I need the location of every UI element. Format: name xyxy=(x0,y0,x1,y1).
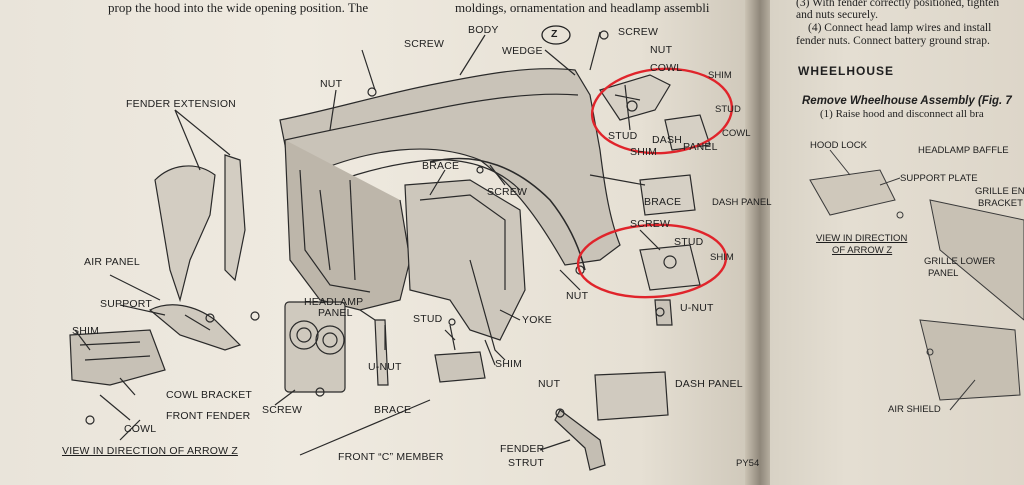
label-screw-bottom: SCREW xyxy=(262,404,303,416)
label-stud-c: STUD xyxy=(608,130,638,142)
label-panel: PANEL xyxy=(683,141,718,153)
label-air-shield: AIR SHIELD xyxy=(888,404,941,415)
label-stud-r: STUD xyxy=(715,104,741,115)
label-brace-mid: BRACE xyxy=(422,160,460,172)
label-headlamp: HEADLAMP xyxy=(304,296,364,308)
label-u-nut-bottom: U-NUT xyxy=(368,361,402,373)
body-text-line-2: moldings, ornamentation and headlamp ass… xyxy=(455,0,710,15)
label-body: BODY xyxy=(468,24,499,36)
label-u-nut-r: U-NUT xyxy=(680,302,714,314)
label-front-c-member: FRONT “C” MEMBER xyxy=(338,451,444,463)
label-screw-mid: SCREW xyxy=(487,186,528,198)
step-1-text: (1) Raise hood and disconnect all bra xyxy=(820,108,984,120)
label-shim-bottom: SHIM xyxy=(495,358,523,370)
label-shim-left: SHIM xyxy=(72,325,100,337)
label-support: SUPPORT xyxy=(100,298,152,310)
label-shim-low: SHIM xyxy=(710,252,734,263)
label-fender: FENDER xyxy=(500,443,545,455)
label-wedge: WEDGE xyxy=(502,45,543,57)
label-dash-panel-r: DASH PANEL xyxy=(712,197,772,208)
label-cowl-bracket: COWL BRACKET xyxy=(166,389,253,401)
label-front-fender: FRONT FENDER xyxy=(166,410,251,422)
label-brace-bottom: BRACE xyxy=(374,404,412,416)
label-nut-low: NUT xyxy=(566,290,589,302)
label-strut: STRUT xyxy=(508,457,544,469)
label-yoke: YOKE xyxy=(522,314,552,326)
label-cowl: COWL xyxy=(650,62,683,74)
figure-id: PY54 xyxy=(736,458,760,469)
label-headlamp-baffle: HEADLAMP BAFFLE xyxy=(918,145,1009,156)
label-screw-tr: SCREW xyxy=(618,26,659,38)
right-body-line-3: (4) Connect head lamp wires and install xyxy=(808,22,992,34)
label-stud-bottom: STUD xyxy=(413,313,443,325)
label-stud-low: STUD xyxy=(674,236,704,248)
label-of-arrow-z: OF ARROW Z xyxy=(832,245,893,256)
right-body-line-4: fender nuts. Connect battery ground stra… xyxy=(796,35,990,47)
body-text-line-1: prop the hood into the wide opening posi… xyxy=(108,0,369,15)
label-shim-tr: SHIM xyxy=(708,70,732,81)
label-cowl-r: COWL xyxy=(722,128,751,139)
label-bracket: BRACKET xyxy=(978,198,1023,209)
right-body-line-2: and nuts securely. xyxy=(796,9,878,21)
label-view-direction: VIEW IN DIRECTION xyxy=(816,233,908,244)
label-nut-bottom: NUT xyxy=(538,378,561,390)
label-headlamp-panel: PANEL xyxy=(318,307,353,319)
label-nut-left: NUT xyxy=(320,78,343,90)
label-air-panel: AIR PANEL xyxy=(84,256,140,268)
label-hood-lock: HOOD LOCK xyxy=(810,140,868,151)
right-body-line-1: (3) With fender correctly positioned, ti… xyxy=(796,0,1000,9)
label-grille-lower: GRILLE LOWER xyxy=(924,256,996,267)
label-shim-c: SHIM xyxy=(630,146,658,158)
arrow-z-badge: Z xyxy=(551,28,558,40)
label-dash-panel-bottom: DASH PANEL xyxy=(675,378,743,390)
label-screw-top: SCREW xyxy=(404,38,445,50)
label-grille-end: GRILLE END xyxy=(975,186,1024,197)
label-fender-extension: FENDER EXTENSION xyxy=(126,98,236,110)
label-panel-right: PANEL xyxy=(928,268,959,279)
label-screw-r: SCREW xyxy=(630,218,671,230)
section-title-wheelhouse: WHEELHOUSE xyxy=(798,64,895,78)
subsection-title: Remove Wheelhouse Assembly (Fig. 7 xyxy=(802,95,1012,107)
label-view-arrow-z: VIEW IN DIRECTION OF ARROW Z xyxy=(62,445,238,457)
label-cowl-bottom: COWL xyxy=(124,423,157,435)
label-dash: DASH xyxy=(652,134,682,146)
label-nut-tr: NUT xyxy=(650,44,673,56)
label-support-plate: SUPPORT PLATE xyxy=(900,173,978,184)
label-brace-r: BRACE xyxy=(644,196,682,208)
